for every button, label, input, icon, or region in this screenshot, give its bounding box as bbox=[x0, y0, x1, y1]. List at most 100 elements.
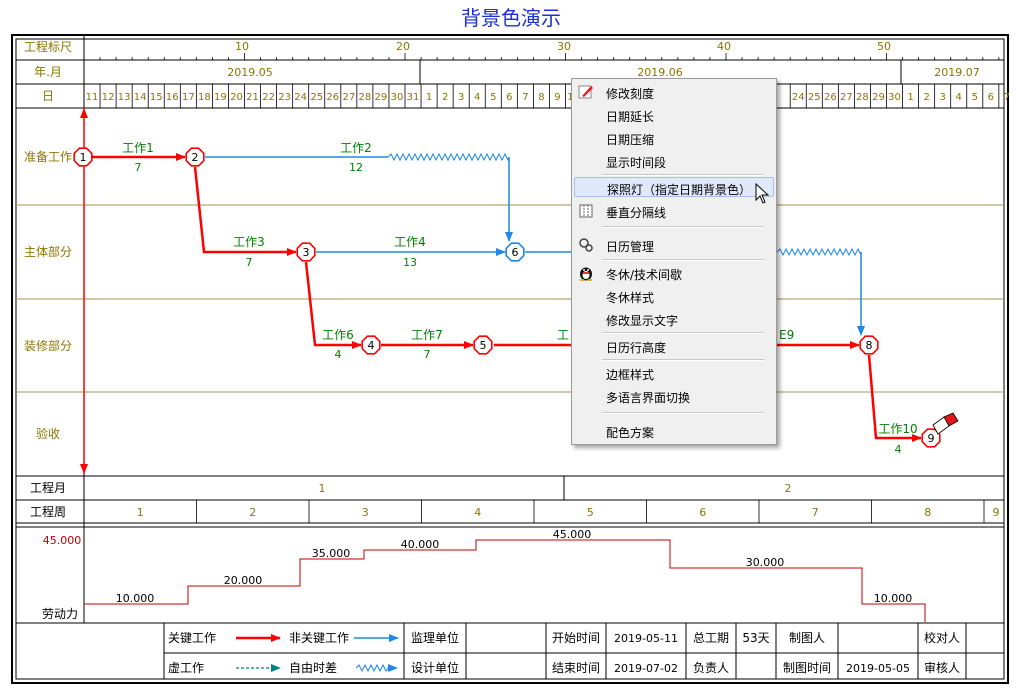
menu-item-modify-text[interactable]: 修改显示文字 bbox=[574, 309, 774, 329]
month-label: 2019.05 bbox=[227, 66, 273, 79]
project-month: 1 bbox=[319, 482, 326, 495]
menu-item-date-compress[interactable]: 日期压缩 bbox=[574, 128, 774, 148]
menu-item-modify-scale[interactable]: 修改刻度 bbox=[574, 82, 774, 102]
menu-item-winter-style[interactable]: 冬休样式 bbox=[574, 286, 774, 306]
pen-icon bbox=[578, 84, 594, 100]
day-cell: 1 bbox=[907, 92, 913, 103]
menu-item-label: 显示时间段 bbox=[606, 156, 667, 170]
month-label: 2019.07 bbox=[934, 66, 980, 79]
day-cell: 3 bbox=[458, 92, 464, 103]
work-duration: 12 bbox=[349, 161, 363, 174]
menu-item-label: 冬休/技术间歇 bbox=[606, 268, 683, 282]
menu-item-label: 冬休样式 bbox=[606, 291, 655, 305]
legend-table bbox=[16, 622, 1004, 679]
menu-item-calendar-row-height[interactable]: 日历行高度 bbox=[574, 336, 774, 356]
node-6[interactable]: 6 bbox=[505, 242, 525, 262]
day-cell: 24 bbox=[294, 92, 307, 103]
day-cell: 11 bbox=[86, 92, 99, 103]
node-4[interactable]: 4 bbox=[361, 335, 381, 355]
project-week: 5 bbox=[587, 506, 594, 519]
day-cell: 19 bbox=[214, 92, 227, 103]
lane-label-accept: 验收 bbox=[36, 426, 60, 441]
project-week: 7 bbox=[812, 506, 819, 519]
total-duration-label: 总工期 bbox=[693, 631, 729, 645]
row-label-labor: 劳动力 bbox=[42, 607, 78, 621]
work-name: 工作10 bbox=[878, 422, 917, 436]
node-8[interactable]: 8 bbox=[859, 335, 879, 355]
menu-item-label: 边框样式 bbox=[606, 368, 655, 382]
labor-histogram bbox=[84, 539, 926, 622]
menu-item-language-switch[interactable]: 多语言界面切换 bbox=[574, 386, 774, 406]
day-cell: 22 bbox=[262, 92, 275, 103]
row-label-scale: 工程标尺 bbox=[24, 39, 72, 54]
labor-value: 45.000 bbox=[553, 528, 592, 541]
menu-separator bbox=[602, 359, 764, 361]
node-5[interactable]: 5 bbox=[473, 335, 493, 355]
menu-separator bbox=[602, 226, 764, 228]
work-name: 工作2 bbox=[340, 141, 372, 155]
menu-item-label: 日历管理 bbox=[606, 240, 655, 254]
menu-item-label: 日历行高度 bbox=[606, 341, 667, 355]
work-duration: 4 bbox=[335, 348, 342, 361]
menu-item-vertical-divider[interactable]: 垂直分隔线 bbox=[574, 201, 774, 221]
node-2[interactable]: 2 bbox=[185, 147, 205, 167]
grid-icon bbox=[578, 203, 594, 219]
day-cell: 3 bbox=[939, 92, 945, 103]
legend-freefloat: 自由时差 bbox=[289, 661, 337, 675]
day-cell: 13 bbox=[118, 92, 131, 103]
node-1[interactable]: 1 bbox=[73, 147, 93, 167]
menu-item-calendar-manage[interactable]: 日历管理 bbox=[574, 235, 774, 255]
work-name: 工作3 bbox=[233, 235, 265, 249]
menu-item-label: 修改刻度 bbox=[606, 87, 655, 101]
day-cell: 2 bbox=[923, 92, 929, 103]
edge-work3[interactable] bbox=[193, 166, 297, 256]
scale-tick-label: 30 bbox=[557, 40, 571, 53]
menu-item-show-time-range[interactable]: 显示时间段 bbox=[574, 151, 774, 171]
menu-separator bbox=[602, 174, 764, 176]
node-label: 3 bbox=[303, 246, 310, 259]
menu-separator bbox=[602, 259, 764, 261]
day-cell: 16 bbox=[166, 92, 179, 103]
checker-label: 校对人 bbox=[924, 630, 960, 645]
project-week: 9 bbox=[993, 506, 1000, 519]
menu-separator bbox=[602, 332, 764, 334]
node-3[interactable]: 3 bbox=[296, 242, 316, 262]
inner-frame bbox=[15, 38, 1005, 680]
drawtime-label: 制图时间 bbox=[783, 661, 831, 675]
calendar-settings-icon bbox=[578, 237, 594, 253]
day-cell: 30 bbox=[888, 92, 901, 103]
day-cell: 5 bbox=[972, 92, 978, 103]
day-cell: 14 bbox=[134, 92, 147, 103]
owner-label: 负责人 bbox=[693, 661, 729, 675]
edge-work10[interactable] bbox=[867, 354, 922, 442]
edge-work6[interactable] bbox=[304, 261, 362, 349]
menu-item-label: 日期延长 bbox=[606, 110, 655, 124]
work-duration: 13 bbox=[403, 256, 417, 269]
menu-separator bbox=[602, 412, 764, 414]
context-menu[interactable]: 修改刻度 日期延长 日期压缩 显示时间段 探照灯（指定日期背景色） 垂直分隔线 … bbox=[571, 78, 777, 445]
menu-item-label: 多语言界面切换 bbox=[606, 391, 691, 405]
menu-item-border-style[interactable]: 边框样式 bbox=[574, 363, 774, 383]
project-week: 1 bbox=[137, 506, 144, 519]
project-week: 2 bbox=[249, 506, 256, 519]
total-duration-value: 53天 bbox=[742, 631, 769, 645]
lane-label-main: 主体部分 bbox=[24, 244, 72, 259]
scale-tick-label: 50 bbox=[877, 40, 891, 53]
day-cell: 28 bbox=[856, 92, 869, 103]
month-label: 2019.06 bbox=[637, 66, 683, 79]
work-name-partial: E9 bbox=[779, 328, 794, 342]
day-cell: 7 bbox=[1004, 92, 1010, 103]
penguin-icon bbox=[578, 265, 594, 281]
menu-item-spotlight[interactable]: 探照灯（指定日期背景色） bbox=[574, 177, 774, 197]
menu-item-date-extend[interactable]: 日期延长 bbox=[574, 105, 774, 125]
menu-item-color-scheme[interactable]: 配色方案 bbox=[574, 421, 774, 441]
day-cell: 25 bbox=[808, 92, 821, 103]
menu-item-winter-break[interactable]: 冬休/技术间歇 bbox=[574, 263, 774, 283]
labor-value: 10.000 bbox=[874, 592, 913, 605]
project-week: 6 bbox=[699, 506, 706, 519]
day-cell: 4 bbox=[474, 92, 480, 103]
day-cell: 21 bbox=[246, 92, 259, 103]
day-cell: 25 bbox=[310, 92, 323, 103]
